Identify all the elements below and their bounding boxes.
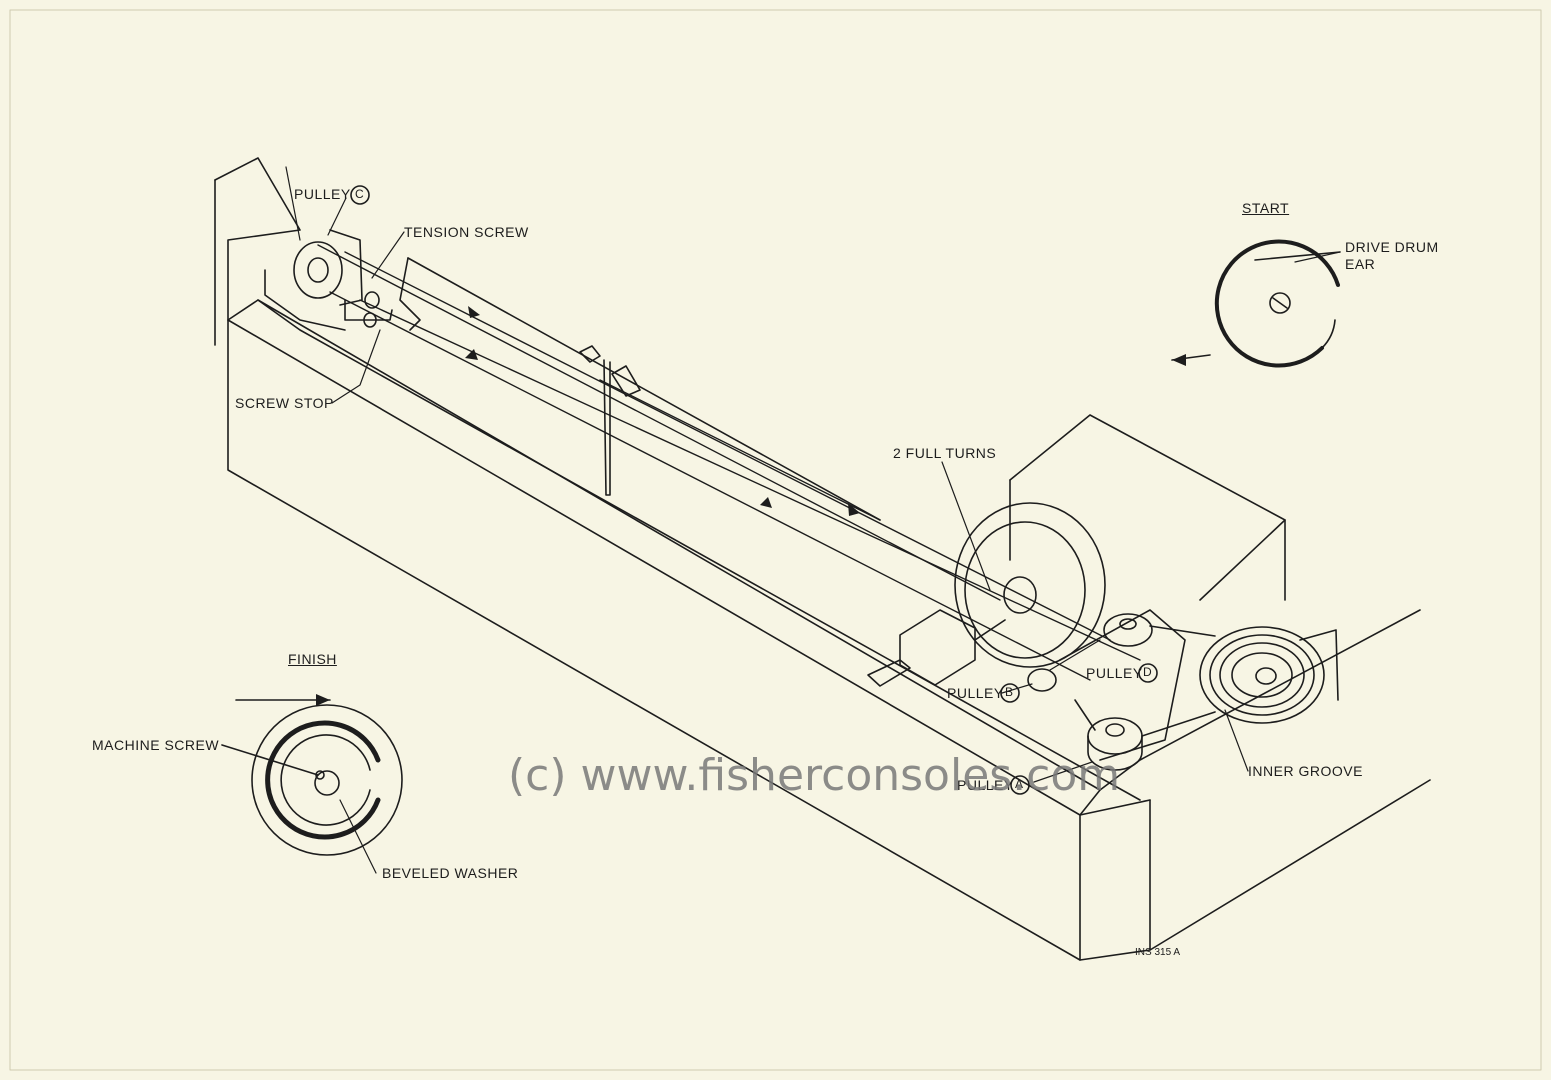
pulley-d-letter: D xyxy=(1143,665,1153,679)
pulley-d-circle xyxy=(1138,663,1158,683)
page-border xyxy=(9,9,1542,1071)
machine-screw-label: MACHINE SCREW xyxy=(92,737,220,753)
beveled-washer-label: BEVELED WASHER xyxy=(382,865,519,881)
pulley-b-letter: B xyxy=(1005,685,1014,699)
pulley-c-label: PULLEY xyxy=(294,186,351,202)
pulley-a-label: PULLEY xyxy=(957,777,1014,793)
pulley-b-label: PULLEY xyxy=(947,685,1004,701)
cord-arrows xyxy=(465,306,860,516)
pulley-b-circle xyxy=(1000,683,1020,703)
chassis-base xyxy=(227,299,1431,961)
drive-drum-ear-label-2: EAR xyxy=(1345,256,1376,272)
two-full-turns-label: 2 FULL TURNS xyxy=(893,445,997,461)
start-label: START xyxy=(1242,200,1290,216)
inner-groove-label: INNER GROOVE xyxy=(1248,763,1363,779)
finish-label: FINISH xyxy=(288,651,337,667)
watermark: (c) www.fisherconsoles.com xyxy=(508,750,1121,801)
pulley-c-circle xyxy=(350,185,370,205)
tuning-shaft xyxy=(867,609,1006,687)
start-arrow-icon xyxy=(1172,354,1186,366)
screw-stop-label: SCREW STOP xyxy=(235,395,334,411)
tension-screw-label: TENSION SCREW xyxy=(404,224,529,240)
pulley-c xyxy=(293,229,393,328)
leader-lines xyxy=(285,166,1341,874)
dial-drum xyxy=(1199,626,1339,724)
pulley-a-letter: A xyxy=(1015,777,1024,791)
pulley-bracket xyxy=(1059,609,1186,761)
dial-cord xyxy=(317,244,1141,681)
drawing-number: INS 315 A xyxy=(1135,947,1181,958)
finish-arrow-icon xyxy=(316,694,330,706)
pulley-b xyxy=(1027,668,1057,692)
drive-drum xyxy=(954,414,1286,668)
pulley-d-label: PULLEY xyxy=(1086,665,1143,681)
finish-inset xyxy=(221,699,403,856)
start-inset xyxy=(1171,239,1341,368)
pulley-c-letter: C xyxy=(355,187,365,201)
pulley-a-circle xyxy=(1010,775,1030,795)
left-bracket xyxy=(214,157,346,346)
drive-drum-ear-label: DRIVE DRUM xyxy=(1345,239,1439,255)
pulley-d xyxy=(1103,613,1153,647)
dial-pointer xyxy=(579,345,641,496)
